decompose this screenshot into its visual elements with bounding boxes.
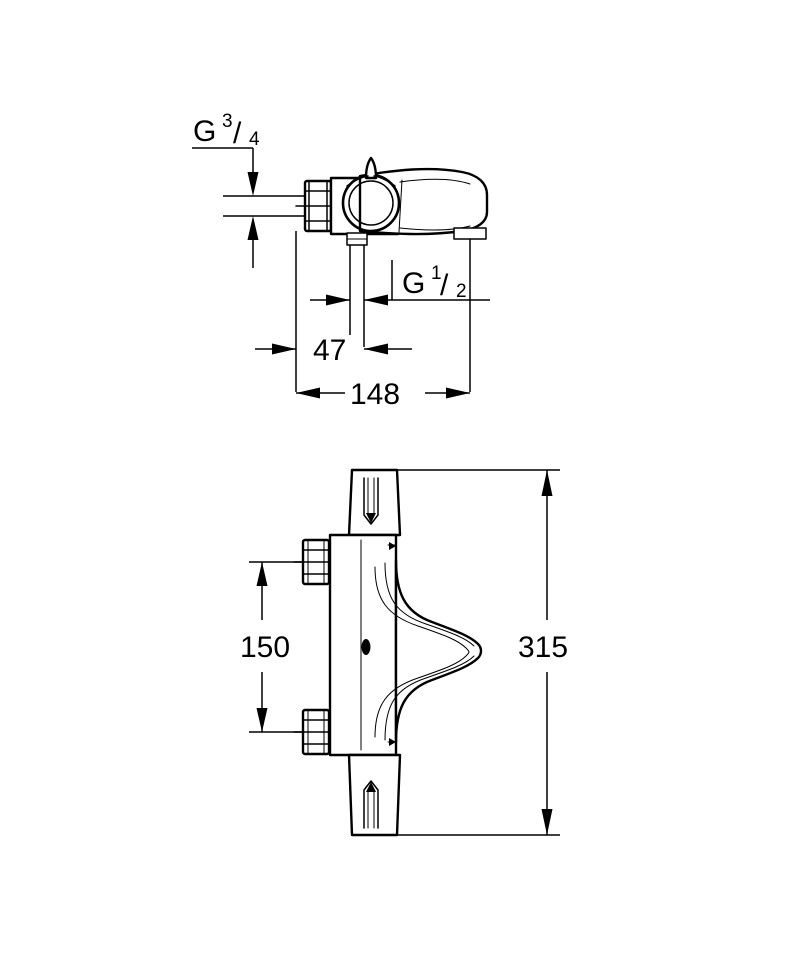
- top-inlet-nut: [295, 179, 333, 233]
- upper-handle-flute-tip: [366, 513, 376, 523]
- label-g12: G 1 / 2: [402, 263, 467, 302]
- body-tick-bottom: [389, 738, 396, 746]
- dim-150-group: [249, 561, 303, 733]
- body-tick-top: [389, 542, 396, 550]
- dim-47-arrow-left: [364, 343, 388, 355]
- dim-148-group: [296, 387, 470, 399]
- front-indicator-dot: [361, 639, 371, 655]
- top-spout-outlet-block: [453, 227, 487, 300]
- dim-150-arrow-up: [256, 562, 268, 586]
- label-g12-slash: /: [440, 269, 449, 302]
- dim-148-value: 148: [350, 378, 400, 411]
- label-g34: G 3 / 4: [193, 111, 260, 150]
- dim-150-value: 150: [240, 631, 290, 664]
- dim-315-arrow-down: [541, 809, 553, 835]
- lower-handle-flute-tip: [366, 782, 376, 792]
- label-g12-denominator: 2: [456, 281, 467, 302]
- label-g34-prefix: G: [193, 115, 216, 148]
- front-upper-handle: [347, 468, 402, 537]
- dim-47-group: [255, 343, 412, 355]
- text-layer: G 3 / 4 G 1 / 2 47 148 150 315: [193, 111, 568, 664]
- g12-dimension: [310, 260, 490, 306]
- label-g12-prefix: G: [402, 267, 425, 300]
- front-spout: [374, 558, 483, 744]
- dim-47-arrow-right: [272, 343, 296, 355]
- dim-315-value: 315: [518, 631, 568, 664]
- label-g34-slash: /: [233, 117, 242, 150]
- g12-arrow-right: [326, 294, 350, 306]
- top-outlet-spigot: [346, 232, 368, 347]
- dim-148-arrow-right: [446, 387, 470, 399]
- label-g34-numerator: 3: [222, 111, 233, 132]
- thermostat-ring: [341, 156, 401, 233]
- g34-arrow-up: [247, 216, 259, 240]
- top-body-outline: [329, 167, 489, 236]
- g12-arrow-left: [364, 294, 388, 306]
- dim-315-arrow-up: [541, 470, 553, 496]
- dim-315-group: [397, 469, 560, 836]
- dim-47-value: 47: [313, 334, 346, 367]
- dim-148-arrow-left: [296, 387, 320, 399]
- top-view-group: [192, 147, 490, 399]
- label-g34-denominator: 4: [249, 129, 260, 150]
- front-view-group: [249, 468, 560, 837]
- dim-150-arrow-down: [256, 708, 268, 732]
- label-g12-numerator: 1: [431, 263, 442, 284]
- front-lower-handle: [347, 753, 402, 837]
- top-extension-lines: [295, 231, 471, 392]
- g34-extension-lines: [223, 195, 314, 268]
- g34-leader: [192, 147, 259, 196]
- g34-arrow-down: [247, 172, 259, 196]
